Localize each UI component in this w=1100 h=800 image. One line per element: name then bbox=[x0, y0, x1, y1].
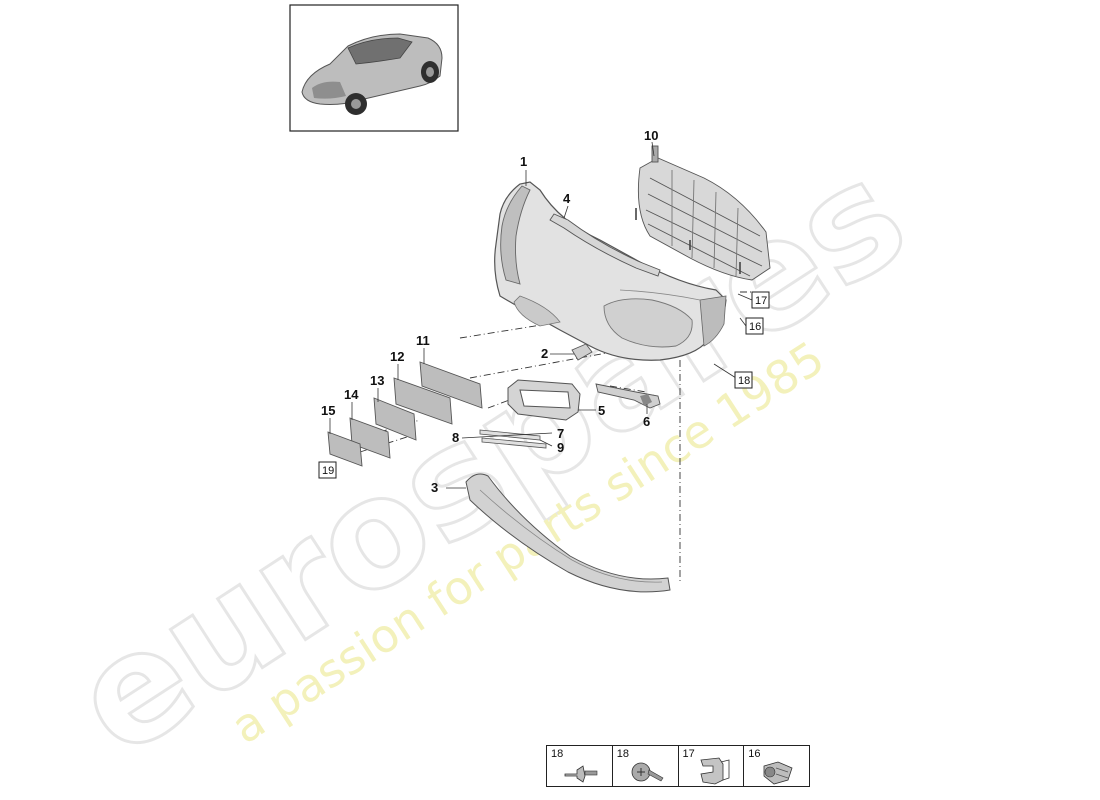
callout-8: 8 bbox=[452, 430, 459, 445]
callout-1: 1 bbox=[520, 154, 527, 169]
screw-icon bbox=[631, 762, 664, 782]
part-15-plate[interactable] bbox=[327, 431, 363, 467]
fastener-legend: 18 18 17 16 bbox=[546, 745, 810, 787]
boxed-references: 17 16 18 19 bbox=[318, 291, 770, 479]
vehicle-thumbnail bbox=[289, 4, 459, 132]
callout-3: 3 bbox=[431, 480, 438, 495]
legend-cell-push-rivet[interactable]: 18 bbox=[547, 746, 613, 786]
boxed-ref-19: 19 bbox=[322, 465, 334, 477]
callout-7: 7 bbox=[557, 426, 564, 441]
callout-5: 5 bbox=[598, 403, 605, 418]
legend-number: 18 bbox=[551, 748, 564, 760]
legend-number: 17 bbox=[682, 748, 695, 760]
part-13-plate[interactable] bbox=[373, 397, 417, 441]
callout-4: 4 bbox=[563, 191, 571, 206]
part-5-light-frame[interactable] bbox=[507, 379, 581, 421]
watermark-brand: eurospares bbox=[45, 128, 935, 790]
legend-cell-spring-clip[interactable]: 17 bbox=[679, 746, 745, 786]
callout-2: 2 bbox=[541, 346, 548, 361]
callout-13: 13 bbox=[370, 373, 384, 388]
spring-clip-icon bbox=[699, 757, 729, 785]
legend-cell-expansion-nut[interactable]: 16 bbox=[744, 746, 809, 786]
watermark: eurospares a passion for parts since 198… bbox=[43, 126, 936, 791]
part-2-plug[interactable] bbox=[571, 343, 593, 361]
boxed-ref-16: 16 bbox=[749, 321, 761, 333]
part-6-bracket[interactable] bbox=[595, 383, 661, 409]
leader-lines bbox=[329, 141, 753, 489]
expansion-nut-icon bbox=[763, 761, 793, 785]
boxed-ref-17: 17 bbox=[755, 295, 767, 307]
part-12-plate[interactable] bbox=[393, 377, 453, 425]
callout-14: 14 bbox=[344, 387, 359, 402]
callout-12: 12 bbox=[390, 349, 404, 364]
callout-11: 11 bbox=[416, 333, 430, 348]
legend-number: 16 bbox=[748, 748, 761, 760]
legend-number: 18 bbox=[616, 748, 629, 760]
part-3-spoiler-lip[interactable] bbox=[465, 473, 671, 593]
part-11-plate[interactable] bbox=[419, 361, 483, 409]
part-4-trim-strip[interactable] bbox=[549, 213, 661, 277]
legend-cell-screw[interactable]: 18 bbox=[613, 746, 679, 786]
callout-15: 15 bbox=[321, 403, 335, 418]
boxed-ref-18: 18 bbox=[738, 375, 750, 387]
callout-6: 6 bbox=[643, 414, 650, 429]
part-10-grille-carrier[interactable] bbox=[635, 145, 771, 281]
callout-9: 9 bbox=[557, 440, 564, 455]
push-rivet-icon bbox=[564, 765, 598, 783]
part-1-bumper-cover[interactable] bbox=[494, 181, 727, 361]
callout-numbers: 1 2 3 4 5 6 7 8 9 10 11 12 13 14 15 bbox=[321, 128, 658, 495]
callout-10: 10 bbox=[644, 128, 658, 143]
part-14-plate[interactable] bbox=[349, 417, 391, 459]
